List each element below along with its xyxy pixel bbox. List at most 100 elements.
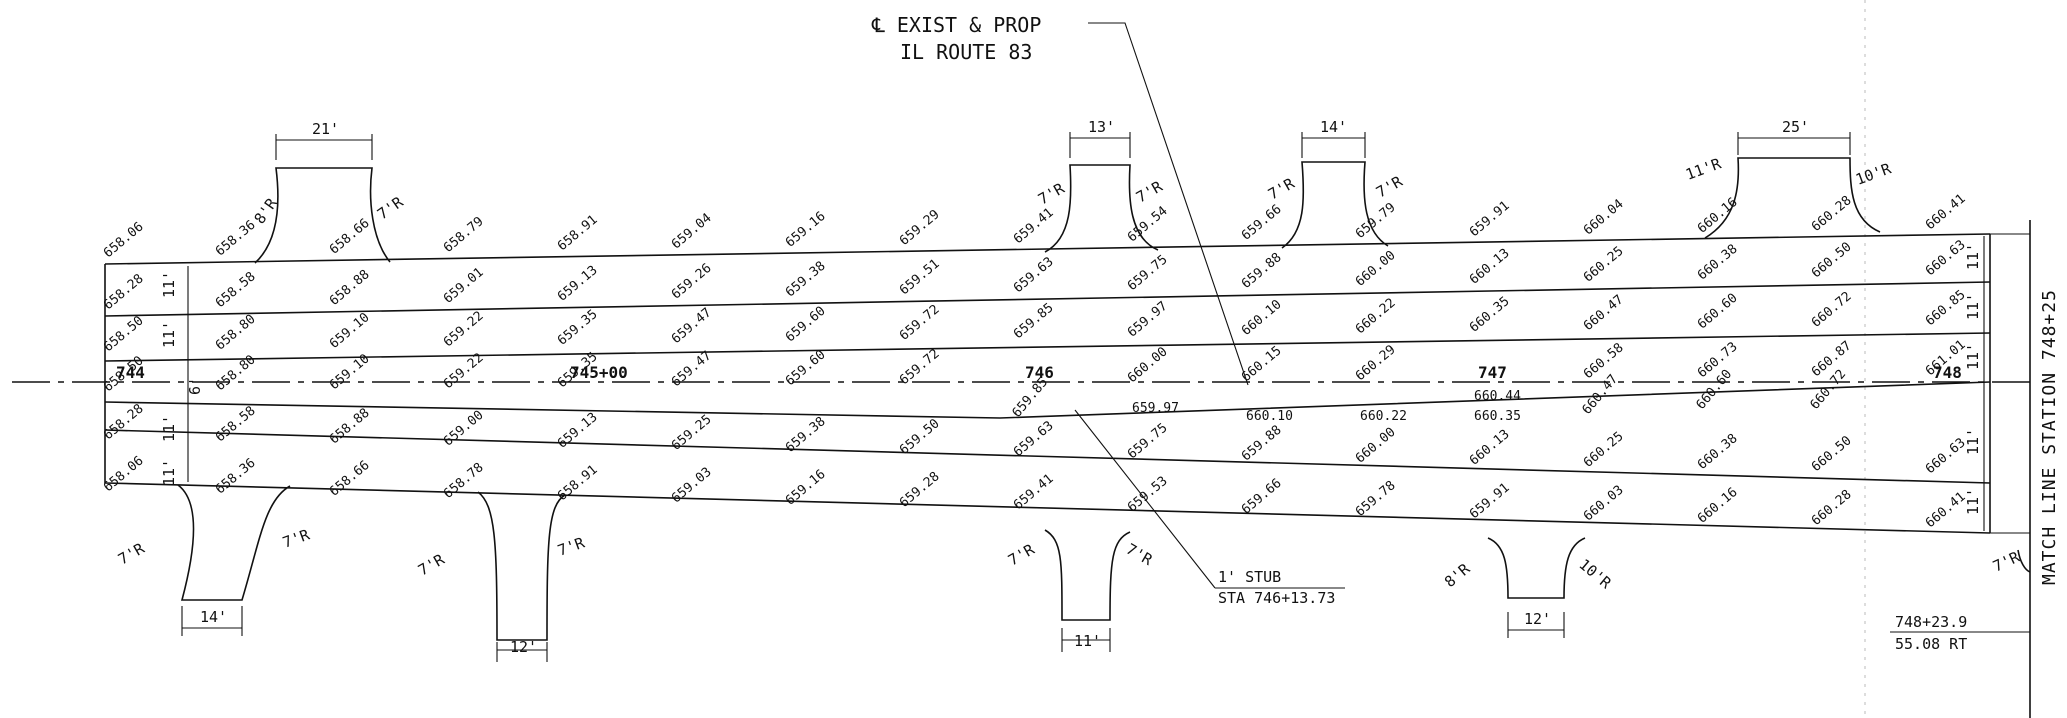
station-746: 746 bbox=[1025, 363, 1054, 382]
elevation-label: 658.06 bbox=[101, 219, 147, 261]
elevation-label: 660.13 bbox=[1467, 246, 1513, 288]
elevation-label: 659.51 bbox=[897, 257, 943, 299]
top-driveways: 21' 8'R 7'R 13' 7'R 7'R 14' 7'R 7'R 25' … bbox=[251, 118, 1894, 264]
elevation-label: 660.72 bbox=[1809, 289, 1855, 331]
elevation-label: 659.38 bbox=[783, 259, 829, 301]
elevation-label: 660.50 bbox=[1809, 433, 1855, 475]
elevation-label: 659.63 bbox=[1011, 418, 1057, 460]
elevation-label: 660.00 bbox=[1353, 248, 1399, 290]
elevation-label: 658.88 bbox=[327, 267, 373, 309]
elevation-label: 659.26 bbox=[669, 261, 715, 303]
elevation-label: 659.88 bbox=[1239, 250, 1285, 292]
elevation-label: 659.13 bbox=[555, 263, 601, 305]
elevation-label: 660.22 bbox=[1353, 296, 1399, 338]
elevation-label: 658.36 bbox=[213, 218, 259, 260]
svg-text:7'R: 7'R bbox=[1265, 174, 1298, 204]
elevation-label: 660.63 bbox=[1923, 435, 1969, 477]
elevation-label: 659.53 bbox=[1125, 474, 1171, 516]
centerline-leader bbox=[1088, 22, 1249, 386]
driveway-top-1 bbox=[254, 167, 391, 264]
elevation-label: 660.85 bbox=[1923, 287, 1969, 329]
svg-text:10'R: 10'R bbox=[1853, 159, 1894, 189]
elevation-label: 659.16 bbox=[783, 209, 829, 251]
elevation-label: 659.60 bbox=[783, 304, 829, 346]
stub-note-line1: 1' STUB bbox=[1218, 568, 1281, 586]
elevation-label: 659.41 bbox=[1011, 205, 1057, 247]
elevation-label: 660.38 bbox=[1695, 242, 1741, 284]
svg-text:7'R: 7'R bbox=[374, 192, 407, 223]
lane-width-3: 11' bbox=[160, 415, 178, 442]
svg-text:10'R: 10'R bbox=[1575, 555, 1615, 593]
elevation-label: 658.06 bbox=[101, 453, 147, 495]
elevation-label: 658.50 bbox=[101, 313, 147, 355]
svg-text:7'R: 7'R bbox=[1123, 540, 1156, 570]
elevation-label: 660.00 bbox=[1125, 344, 1171, 386]
elevation-label: 659.47 bbox=[669, 305, 715, 347]
road-lines bbox=[104, 220, 2031, 718]
elevation-label: 659.91 bbox=[1467, 198, 1513, 240]
elevation-label: 659.88 bbox=[1239, 423, 1285, 465]
elevation-label: 660.60 bbox=[1695, 291, 1741, 333]
elevation-label: 658.80 bbox=[213, 312, 259, 354]
elevation-label: 660.50 bbox=[1809, 240, 1855, 282]
elevation-label: 659.72 bbox=[897, 302, 943, 344]
bottom-edge-line bbox=[104, 482, 1991, 534]
driveway-bottom-1-width: 14' bbox=[200, 608, 227, 626]
driveway-bottom-3 bbox=[1044, 529, 1131, 621]
svg-text:8'R: 8'R bbox=[251, 194, 282, 227]
driveway-top-3 bbox=[1281, 161, 1389, 249]
elevation-label: 659.75 bbox=[1125, 252, 1171, 294]
svg-text:11'R: 11'R bbox=[1683, 154, 1724, 184]
elevation-label: 660.47 bbox=[1580, 372, 1622, 418]
elevation-label: 660.25 bbox=[1581, 244, 1627, 286]
elevation-label: 659.91 bbox=[1467, 480, 1513, 522]
elevation-label: 658.66 bbox=[327, 216, 373, 258]
elevation-label: 658.28 bbox=[101, 271, 147, 313]
end-note: 748+23.9 55.08 RT bbox=[1890, 613, 2030, 653]
svg-text:7'R: 7'R bbox=[1035, 179, 1068, 209]
station-744: 744 bbox=[116, 363, 145, 382]
elevation-label: 660.16 bbox=[1695, 485, 1741, 527]
lane-dimensions-right: 11' 11' 11' 11' 11' bbox=[1964, 236, 1985, 531]
elevation-label: 659.85 bbox=[1011, 300, 1057, 342]
end-note-line2: 55.08 RT bbox=[1895, 635, 1967, 653]
elevation-label: 659.03 bbox=[669, 465, 715, 507]
elevation-label: 659.60 bbox=[783, 347, 829, 389]
elevation-label: 659.78 bbox=[1353, 478, 1399, 520]
elevation-label: 659.66 bbox=[1239, 202, 1285, 244]
driveway-bottom-1 bbox=[177, 484, 291, 601]
elevation-label: 660.10 bbox=[1246, 409, 1293, 424]
svg-text:7'R: 7'R bbox=[555, 533, 588, 560]
elevation-label: 659.01 bbox=[441, 265, 487, 307]
lane-line-1 bbox=[104, 281, 1991, 317]
elevation-label: 659.47 bbox=[669, 348, 715, 390]
elevation-label: 660.35 bbox=[1474, 409, 1521, 424]
elevation-label: 659.97 bbox=[1132, 401, 1179, 416]
svg-text:7'R: 7'R bbox=[1373, 172, 1406, 202]
elevation-label: 659.10 bbox=[327, 310, 373, 352]
station-748: 748 bbox=[1933, 363, 1962, 382]
center-width: 6' bbox=[186, 377, 204, 395]
driveway-bottom-2-width: 12' bbox=[510, 638, 537, 656]
elevation-label: 659.97 bbox=[1125, 299, 1171, 341]
lane-width-4: 11' bbox=[160, 459, 178, 486]
lane-line-4 bbox=[104, 429, 1991, 484]
driveway-top-2-width: 13' bbox=[1088, 118, 1115, 136]
elevation-label: 660.00 bbox=[1353, 425, 1399, 467]
elevation-label: 659.63 bbox=[1011, 254, 1057, 296]
bottom-driveways: 14' 7'R 7'R 12' 7'R 7'R 11' 7'R 7'R 12' … bbox=[115, 484, 1615, 662]
stub-callout: 1' STUB STA 746+13.73 bbox=[1074, 409, 1345, 607]
stub-note-line2: STA 746+13.73 bbox=[1218, 589, 1335, 607]
elevation-label: 660.41 bbox=[1923, 191, 1969, 233]
driveway-top-3-width: 14' bbox=[1320, 118, 1347, 136]
elevation-label: 660.03 bbox=[1581, 483, 1627, 525]
elevation-label: 658.58 bbox=[213, 269, 259, 311]
elevation-label: 660.04 bbox=[1581, 197, 1627, 239]
elevation-label: 660.29 bbox=[1353, 342, 1399, 384]
elevation-label: 660.38 bbox=[1695, 431, 1741, 473]
elevation-label: 660.28 bbox=[1809, 487, 1855, 529]
driveway-bottom-4 bbox=[1487, 537, 1586, 599]
elevation-label: 658.91 bbox=[555, 212, 601, 254]
